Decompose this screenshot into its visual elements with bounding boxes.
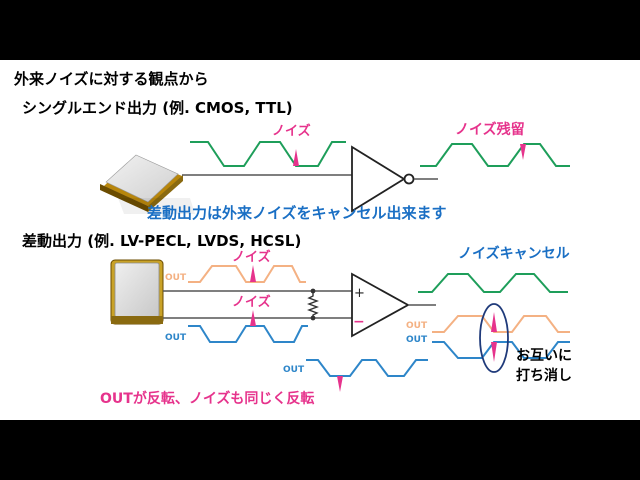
termination-resistor-icon (307, 288, 319, 321)
crystal-oscillator-icon (110, 259, 164, 325)
cancel-spike-up (491, 312, 497, 332)
received-wave-bottom (432, 341, 570, 359)
differential-receiver-icon (351, 272, 410, 338)
slide-title: 外来ノイズに対する観点から (13, 70, 209, 88)
inverted-out-wave (306, 359, 428, 377)
cancel-summary: 差動出力は外来ノイズをキャンセル出来ます (147, 204, 447, 222)
noise-cancel-label: ノイズキャンセル (458, 245, 570, 262)
noise-spike-diff-bottom (250, 310, 256, 326)
received-wave-top (432, 315, 570, 333)
receiver-plus-sign: + (354, 286, 365, 301)
noise-label-diff-top: ノイズ (232, 249, 271, 265)
single-ended-heading: シングルエンド出力 (例. CMOS, TTL) (22, 99, 293, 117)
differential-heading: 差動出力 (例. LV-PECL, LVDS, HCSL) (22, 232, 301, 250)
inverter-buffer-icon (351, 145, 415, 213)
out-label-top: OUT (165, 273, 187, 283)
noise-spike-diff-top (250, 265, 256, 282)
cancel-spike-down (491, 342, 497, 362)
crystal-oscillator-icon (100, 154, 183, 212)
out-label-received-top: OUT (406, 321, 428, 331)
noise-spike-out (520, 144, 526, 160)
slide-background (0, 60, 640, 420)
single-ended-oscillator (100, 154, 195, 214)
out-label-received-bottom: OUT (406, 335, 428, 345)
out-label-bottom: OUT (165, 333, 187, 343)
differential-oscillator (110, 259, 164, 325)
single-ended-wave-out (420, 143, 570, 167)
out-label-inverted: OUT (283, 365, 305, 375)
noise-spike-inverted (337, 376, 343, 392)
noise-spike-in (293, 149, 299, 166)
noise-remain-label: ノイズ残留 (455, 121, 525, 138)
noise-label-single: ノイズ (272, 123, 311, 139)
chip-shadow (118, 198, 195, 214)
inversion-note: OUTが反転、ノイズも同じく反転 (100, 390, 314, 407)
noise-label-diff-bottom: ノイズ (232, 294, 271, 310)
mutual-cancel-line1: お互いに (516, 348, 572, 364)
diff-wave-result (418, 273, 568, 293)
receiver-minus-sign: − (353, 314, 365, 330)
cancel-highlight-ellipse (479, 303, 509, 373)
mutual-cancel-line2: 打ち消し (516, 367, 572, 384)
single-ended-wave-in (190, 141, 346, 167)
